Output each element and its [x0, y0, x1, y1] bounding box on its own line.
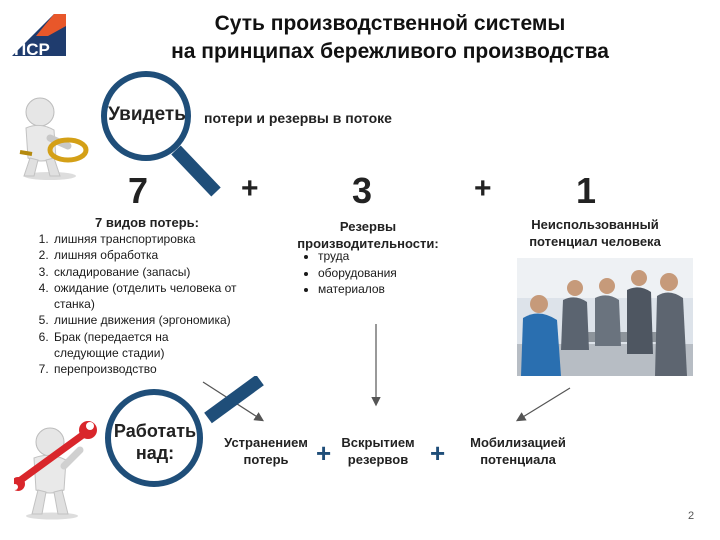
loss-item: складирование (запасы): [52, 264, 292, 280]
title-line-1: Суть производственной системы: [214, 12, 566, 35]
reserve-item: оборудования: [318, 265, 448, 282]
see-label: Увидеть: [108, 104, 186, 125]
bottom-plus-2: +: [430, 438, 446, 468]
loss-item: Брак (передается на следующие стадии): [52, 329, 224, 362]
arrow-people: [515, 387, 571, 422]
loss-item: лишняя обработка: [52, 247, 292, 263]
human-potential-count: 1: [576, 170, 597, 211]
bottom-plus-1: +: [316, 438, 332, 468]
page-number: 2: [688, 510, 695, 522]
company-logo: ПСР: [8, 8, 70, 62]
see-magnifier-icon: [101, 71, 221, 197]
elimination-label: Устранением потерь: [224, 435, 308, 467]
losses-list: лишняя транспортировка лишняя обработка …: [30, 231, 292, 378]
plus-sign-1: +: [241, 172, 259, 205]
workers-photo: [517, 258, 693, 376]
uncovering-label: Вскрытием резервов: [341, 435, 415, 467]
losses-heading: 7 видов потерь:: [95, 215, 199, 230]
loss-item: перепроизводство: [52, 361, 292, 377]
wrench-figure-icon: [11, 420, 104, 520]
see-tail-text: потери и резервы в потоке: [204, 110, 392, 126]
reserve-item: материалов: [318, 281, 448, 298]
work-magnifier-icon: [105, 376, 264, 487]
reserve-item: труда: [318, 248, 448, 265]
logo-text: ПСР: [14, 40, 50, 59]
mobilization-label: Мобилизацией потенциала: [470, 435, 566, 467]
loss-item: лишние движения (эргономика): [52, 312, 292, 328]
work-label: Работать над:: [113, 421, 197, 463]
people-heading: Неиспользованный потенциал человека: [529, 217, 661, 249]
magnifier-figure-icon: [10, 92, 90, 182]
plus-sign-2: +: [474, 172, 492, 205]
page-title: Суть производственной системы на принцип…: [100, 10, 680, 66]
reserves-list: труда оборудования материалов: [300, 248, 448, 298]
losses-count: 7: [128, 170, 149, 211]
loss-item: ожидание (отделить человека от станка): [52, 280, 254, 313]
title-line-2: на принципах бережливого производства: [171, 40, 609, 63]
reserves-heading: Резервы производительности:: [297, 219, 439, 251]
reserves-count: 3: [352, 170, 373, 211]
loss-item: лишняя транспортировка: [52, 231, 292, 247]
